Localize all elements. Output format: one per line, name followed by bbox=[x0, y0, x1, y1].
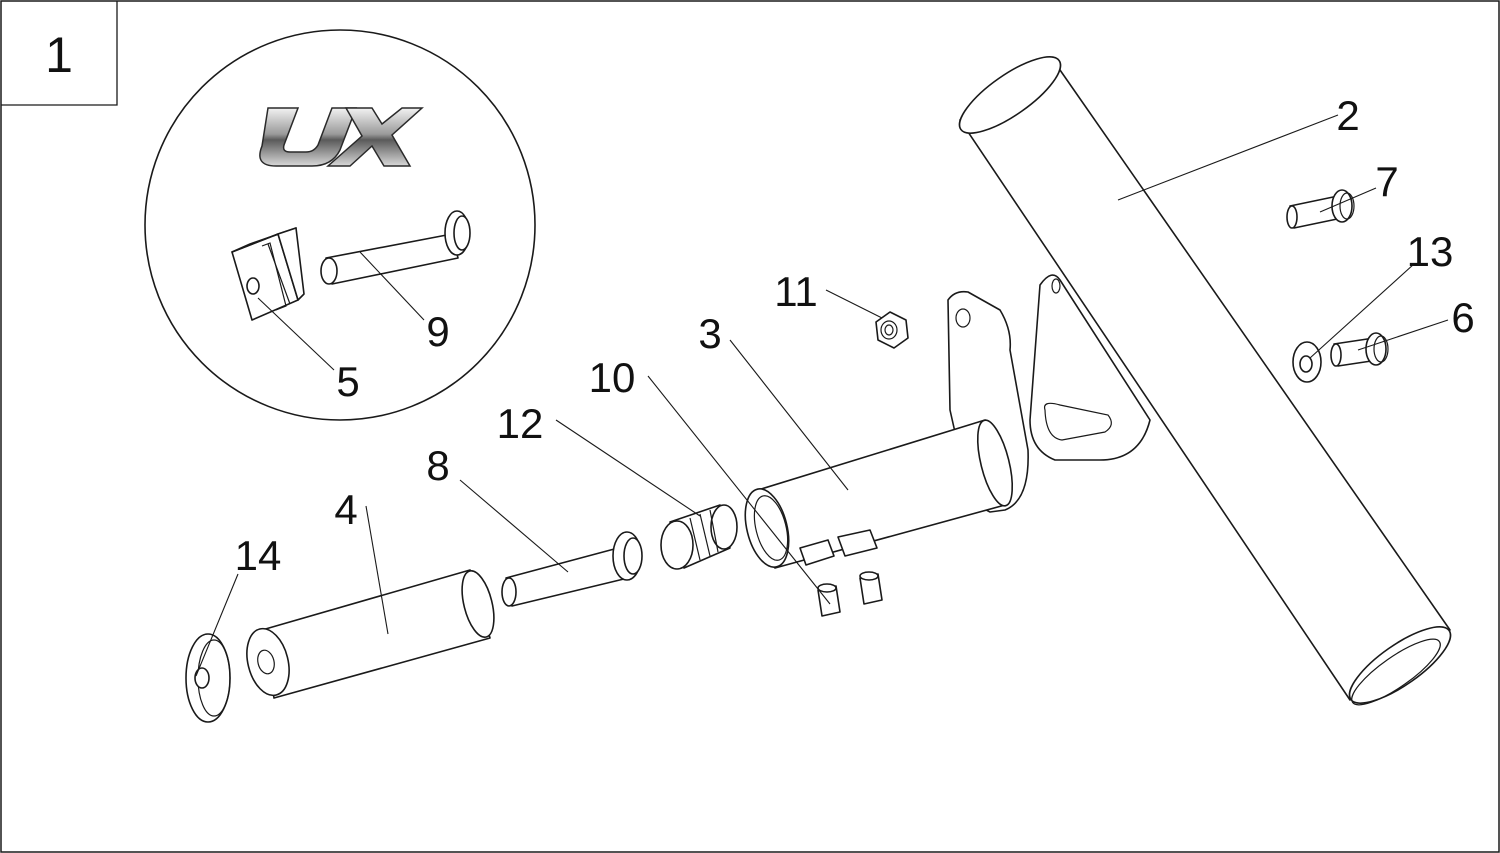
callout-10: 10 bbox=[589, 354, 636, 401]
callout-13: 13 bbox=[1407, 228, 1454, 275]
part-6-bolt bbox=[1330, 332, 1389, 367]
part-4-sleeve bbox=[246, 569, 495, 699]
callout-5: 5 bbox=[336, 358, 359, 405]
part-3-arm-with-flange bbox=[744, 290, 1029, 569]
callout-8: 8 bbox=[426, 442, 449, 489]
callout-3: 3 bbox=[698, 310, 721, 357]
part-7-bolt bbox=[1286, 189, 1355, 229]
callout-11: 11 bbox=[774, 268, 818, 315]
leader-lines bbox=[195, 114, 1449, 677]
set-screws bbox=[817, 571, 883, 617]
part-8-pin bbox=[501, 531, 643, 607]
callout-9: 9 bbox=[426, 308, 449, 355]
part-2-main-tube bbox=[958, 56, 1452, 706]
sheet-number-box: 1 bbox=[1, 1, 118, 106]
part-11-nut bbox=[875, 311, 909, 349]
part-5-clamp-block bbox=[231, 227, 305, 321]
callout-12: 12 bbox=[497, 400, 544, 447]
sheet-number: 1 bbox=[45, 27, 73, 83]
callout-6: 6 bbox=[1451, 294, 1474, 341]
part-13-washer bbox=[1292, 341, 1322, 383]
callout-7: 7 bbox=[1375, 158, 1398, 205]
callout-4: 4 bbox=[334, 486, 357, 533]
callout-2: 2 bbox=[1336, 92, 1359, 139]
part-9-pin bbox=[320, 210, 471, 285]
callout-14: 14 bbox=[235, 532, 282, 579]
detail-inset: UX bbox=[144, 29, 536, 421]
part-12-threaded-plug bbox=[660, 504, 738, 570]
part-14-washer bbox=[185, 633, 231, 723]
ux-logo: UX bbox=[259, 107, 424, 167]
tube-mounting-bracket bbox=[1029, 274, 1151, 461]
